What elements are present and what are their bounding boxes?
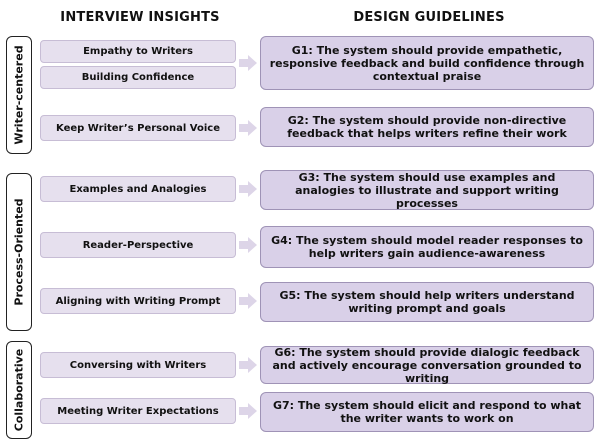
guideline-g4: G4: The system should model reader respo… bbox=[260, 226, 594, 268]
guideline-text: G1: The system should provide empathetic… bbox=[269, 43, 585, 83]
insight-label: Reader-Perspective bbox=[82, 239, 194, 251]
guideline-g5: G5: The system should help writers under… bbox=[260, 282, 594, 322]
insight-label: Keep Writer’s Personal Voice bbox=[56, 122, 220, 134]
insight-empathy: Empathy to Writers bbox=[40, 40, 236, 63]
right-arrow-icon bbox=[239, 403, 257, 419]
group-label: Writer-centered bbox=[12, 45, 26, 145]
guideline-g1: G1: The system should provide empathetic… bbox=[260, 36, 594, 90]
guideline-g7: G7: The system should elicit and respond… bbox=[260, 392, 594, 432]
insight-expectations: Meeting Writer Expectations bbox=[40, 398, 236, 424]
insight-label: Building Confidence bbox=[81, 72, 195, 83]
insight-confidence: Building Confidence bbox=[40, 66, 236, 89]
guideline-g6: G6: The system should provide dialogic f… bbox=[260, 345, 594, 385]
group-label: Process-Oriented bbox=[12, 198, 26, 306]
guideline-text: G7: The system should elicit and respond… bbox=[272, 399, 582, 425]
insight-label: Aligning with Writing Prompt bbox=[55, 295, 221, 307]
insight-conversing: Conversing with Writers bbox=[40, 352, 236, 378]
insight-writing-prompt: Aligning with Writing Prompt bbox=[40, 288, 236, 314]
header-design-guidelines: DESIGN GUIDELINES bbox=[353, 10, 505, 25]
guideline-text: G5: The system should help writers under… bbox=[279, 289, 575, 315]
group-collaborative: Collaborative bbox=[6, 341, 32, 439]
guideline-g3: G3: The system should use examples and a… bbox=[260, 170, 594, 210]
insight-reader-perspective: Reader-Perspective bbox=[40, 232, 236, 258]
right-arrow-icon bbox=[239, 293, 257, 309]
group-process-oriented: Process-Oriented bbox=[6, 173, 32, 331]
insight-label: Empathy to Writers bbox=[83, 46, 193, 57]
header-interview-insights: INTERVIEW INSIGHTS bbox=[60, 10, 220, 25]
group-label: Collaborative bbox=[12, 348, 26, 432]
group-writer-centered: Writer-centered bbox=[6, 36, 32, 154]
right-arrow-icon bbox=[239, 181, 257, 197]
right-arrow-icon bbox=[239, 120, 257, 136]
insight-label: Meeting Writer Expectations bbox=[57, 405, 219, 417]
insight-label: Examples and Analogies bbox=[69, 183, 207, 195]
guideline-text: G3: The system should use examples and a… bbox=[295, 170, 559, 210]
insight-personal-voice: Keep Writer’s Personal Voice bbox=[40, 115, 236, 141]
guideline-text: G6: The system should provide dialogic f… bbox=[272, 345, 582, 385]
right-arrow-icon bbox=[239, 55, 257, 71]
insight-label: Conversing with Writers bbox=[69, 359, 207, 371]
insight-examples: Examples and Analogies bbox=[40, 176, 236, 202]
guideline-g2: G2: The system should provide non-direct… bbox=[260, 107, 594, 147]
guideline-text: G4: The system should model reader respo… bbox=[271, 234, 583, 260]
right-arrow-icon bbox=[239, 357, 257, 373]
right-arrow-icon bbox=[239, 237, 257, 253]
guideline-text: G2: The system should provide non-direct… bbox=[287, 114, 567, 140]
